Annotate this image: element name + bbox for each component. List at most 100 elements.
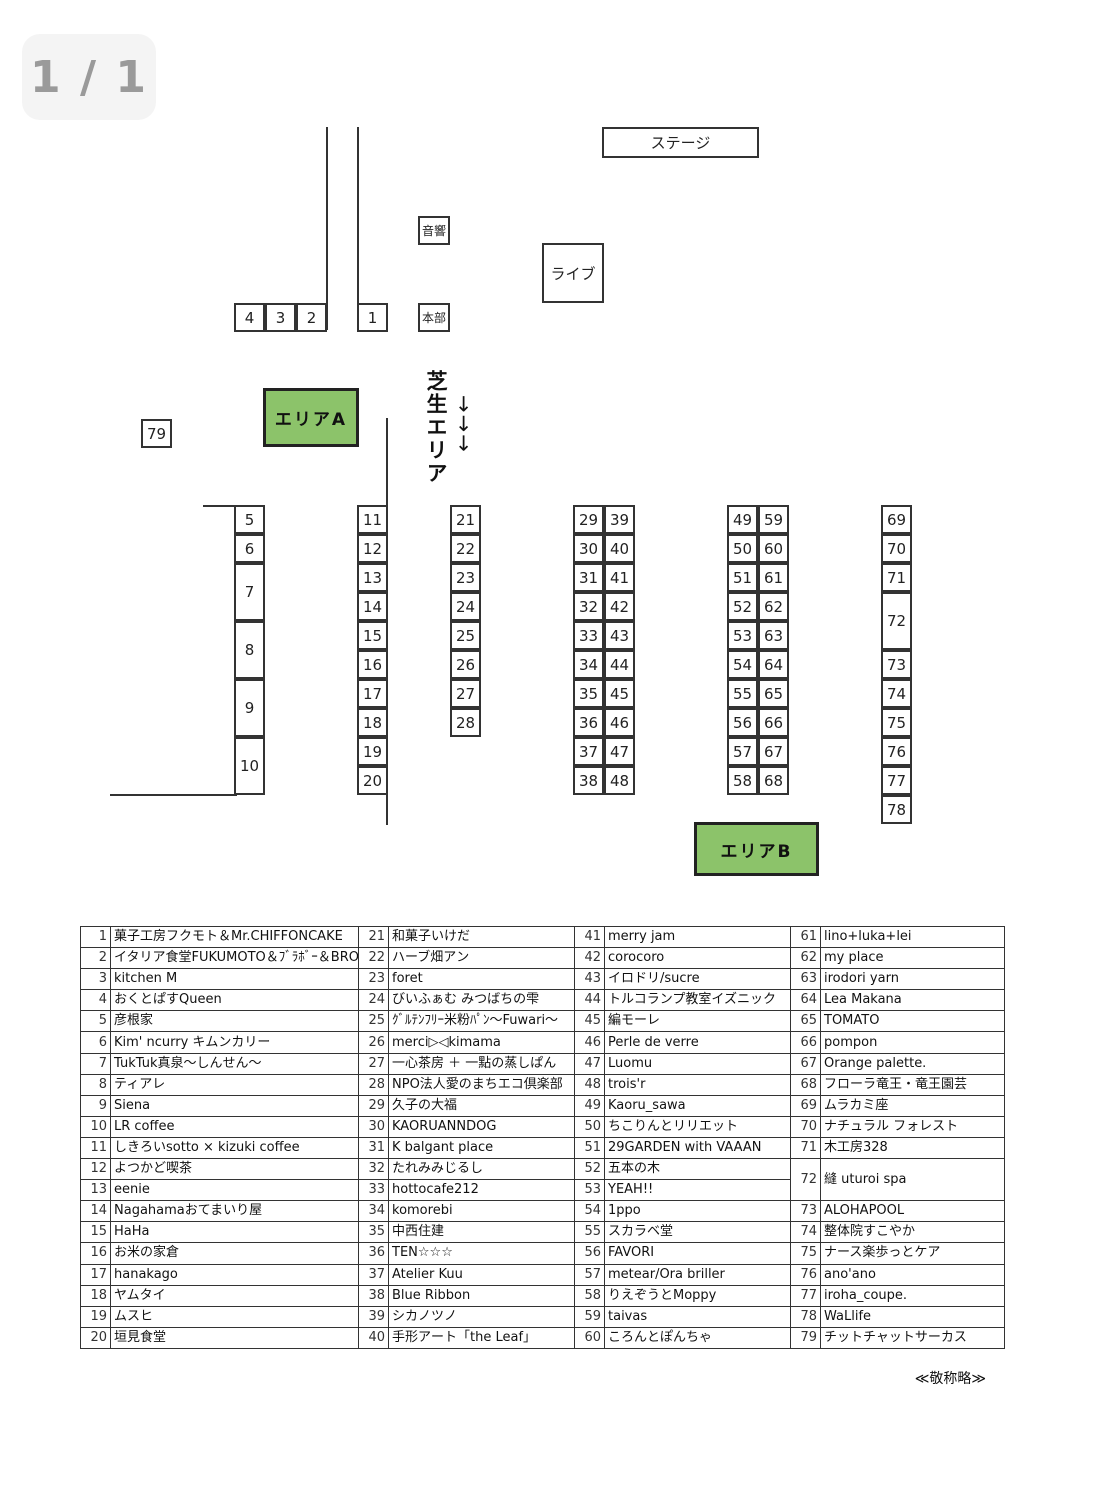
vendor-number: 57 [574, 1263, 605, 1286]
booth-35: 35 [573, 679, 604, 708]
path-line [326, 127, 328, 330]
vendor-name: YEAH!! [604, 1179, 791, 1202]
vendor-name: 手形アート「the Leaf」 [388, 1326, 575, 1349]
vendor-name: iroha_coupe. [820, 1284, 1005, 1307]
vendor-name: ちこりんとリリエット [604, 1115, 791, 1138]
booth-68: 68 [758, 766, 789, 795]
booth-30: 30 [573, 534, 604, 563]
lawn-area-label: 芝生エリア [424, 370, 448, 485]
vendor-name: ナース楽歩っとケア [820, 1242, 1005, 1265]
booth-42: 42 [604, 592, 635, 621]
vendor-name: 1ppo [604, 1200, 791, 1223]
vendor-name: 木工房328 [820, 1136, 1005, 1160]
vendor-number: 65 [790, 1010, 821, 1033]
booth-74: 74 [881, 679, 912, 708]
vendor-number: 49 [574, 1094, 605, 1117]
vendor-number: 41 [574, 925, 605, 949]
booth-13: 13 [357, 563, 388, 592]
booth-10: 10 [234, 737, 265, 795]
vendor-number: 2 [80, 947, 111, 970]
vendor-number: 25 [358, 1010, 389, 1033]
vendor-number: 39 [358, 1305, 389, 1328]
vendor-number: 58 [574, 1284, 605, 1307]
vendor-number: 40 [358, 1326, 389, 1349]
vendor-number: 26 [358, 1031, 389, 1054]
hq-box: 本部 [418, 303, 450, 332]
booth-38: 38 [573, 766, 604, 795]
booth-69: 69 [881, 505, 912, 534]
vendor-number: 9 [80, 1094, 111, 1117]
vendor-name: Siena [110, 1094, 359, 1117]
booth-5: 5 [234, 505, 265, 534]
booth-21: 21 [450, 505, 481, 534]
vendor-name: 五本の木 [604, 1158, 791, 1181]
booth-44: 44 [604, 650, 635, 679]
booth-46: 46 [604, 708, 635, 737]
vendor-number: 70 [790, 1115, 821, 1138]
vendor-name: チットチャットサーカス [820, 1326, 1005, 1349]
vendor-number: 79 [790, 1326, 821, 1349]
vendor-name: hottocafe212 [388, 1179, 575, 1202]
vendor-number: 67 [790, 1052, 821, 1075]
vendor-number: 20 [80, 1326, 111, 1349]
booth-11: 11 [357, 505, 388, 534]
vendor-number: 15 [80, 1221, 111, 1244]
vendor-number: 46 [574, 1031, 605, 1054]
booth-33: 33 [573, 621, 604, 650]
vendor-number: 52 [574, 1158, 605, 1181]
vendor-number: 54 [574, 1200, 605, 1223]
vendor-number: 33 [358, 1179, 389, 1202]
vendor-name: foret [388, 968, 575, 991]
booth-64: 64 [758, 650, 789, 679]
vendor-name: Lea Makana [820, 989, 1005, 1012]
vendor-number: 74 [790, 1221, 821, 1244]
area-b-label: エリアB [694, 822, 819, 876]
vendor-name: LR coffee [110, 1115, 359, 1138]
vendor-number: 16 [80, 1242, 111, 1265]
booth-9: 9 [234, 679, 265, 737]
vendor-name: corocoro [604, 947, 791, 970]
vendor-name: trois'r [604, 1073, 791, 1096]
vendor-name: Atelier Kuu [388, 1263, 575, 1286]
vendor-number: 38 [358, 1284, 389, 1307]
vendor-name: Luomu [604, 1052, 791, 1075]
booth-37: 37 [573, 737, 604, 766]
vendor-number: 47 [574, 1052, 605, 1075]
vendor-number: 32 [358, 1158, 389, 1181]
booth-71: 71 [881, 563, 912, 592]
vendor-name: 彦根家 [110, 1010, 359, 1033]
vendor-number: 44 [574, 989, 605, 1012]
vendor-name: 垣見食堂 [110, 1326, 359, 1349]
booth-52: 52 [727, 592, 758, 621]
vendor-name: スカラベ堂 [604, 1221, 791, 1244]
booth-73: 73 [881, 650, 912, 679]
vendor-name: taivas [604, 1305, 791, 1328]
vendor-name: 一心茶房 ＋ 一點の蒸しぱん [388, 1052, 575, 1075]
vendor-name: たれみみじるし [388, 1158, 575, 1181]
vendor-name: merry jam [604, 925, 791, 949]
vendor-name: Perle de verre [604, 1031, 791, 1054]
vendor-number: 27 [358, 1052, 389, 1075]
page-indicator: 1 / 1 [22, 34, 156, 120]
booth-78: 78 [881, 795, 912, 824]
vendor-number: 60 [574, 1326, 605, 1349]
vendor-number: 55 [574, 1221, 605, 1244]
lawn-arrows: →→→ [452, 395, 476, 454]
vendor-number: 7 [80, 1052, 111, 1075]
booth-70: 70 [881, 534, 912, 563]
vendor-name: ALOHAPOOL [820, 1200, 1005, 1223]
booth-20: 20 [357, 766, 388, 795]
live-box: ライブ [542, 243, 604, 303]
vendor-number: 43 [574, 968, 605, 991]
